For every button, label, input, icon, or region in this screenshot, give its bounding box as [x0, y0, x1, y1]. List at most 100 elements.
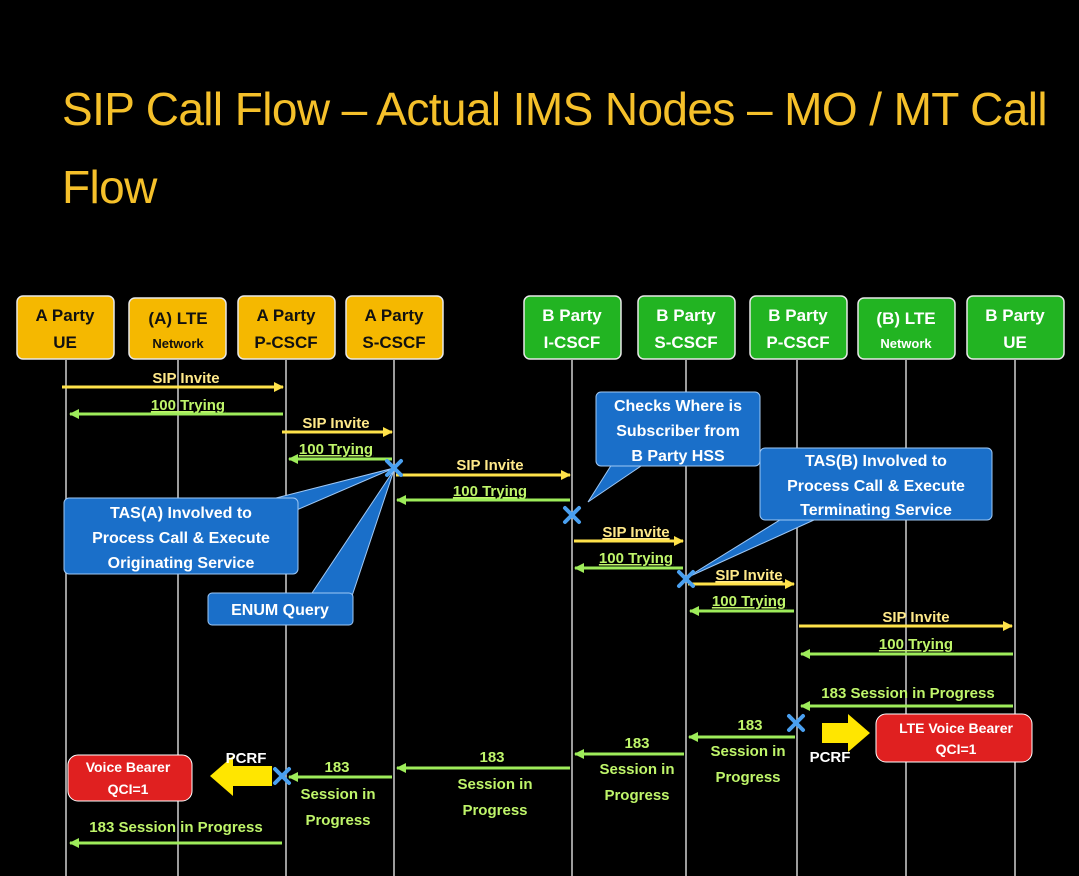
msg-a-invite-1: SIP Invite — [62, 370, 284, 392]
node-label-top: B Party — [985, 306, 1045, 325]
node-label-top: A Party — [36, 306, 95, 325]
node-label-bottom: I-CSCF — [544, 333, 601, 352]
callout-tas-b: TAS(B) Involved to Process Call & Execut… — [759, 447, 993, 521]
msg-label: 183 — [624, 735, 649, 752]
cross-markers — [273, 459, 805, 785]
node-a-ue: A Party UE — [16, 295, 115, 360]
callout-hss: Checks Where is Subscriber from B Party … — [595, 391, 761, 467]
voice-bearer: Voice Bearer QCI=1 — [67, 754, 193, 802]
node-label-top: B Party — [542, 306, 602, 325]
msg-label: Progress — [462, 802, 527, 819]
msg-label: 100 Trying — [453, 483, 527, 500]
msg-b-183-pcscf: 183 Session in Progress — [688, 717, 795, 786]
bearer-label: Voice Bearer — [86, 759, 171, 775]
pcrf-arrow-right-icon — [822, 714, 870, 752]
msg-label: 183 — [324, 759, 349, 776]
node-b-scscf: B Party S-CSCF — [637, 295, 736, 360]
msg-label: Session in — [457, 776, 532, 793]
callout-line: Process Call & Execute — [92, 530, 270, 547]
node-label-bottom: Network — [880, 336, 932, 351]
callout-enum: ENUM Query — [207, 592, 354, 626]
msg-b-183-scscf: 183 Session in Progress — [574, 735, 684, 804]
msg-label: Session in — [599, 761, 674, 778]
msg-label: 183 — [479, 749, 504, 766]
msg-b-invite-3: SIP Invite — [799, 609, 1013, 631]
callout-line: TAS(A) Involved to — [110, 505, 252, 522]
msg-a-invite-3: SIP Invite — [396, 457, 571, 480]
msg-label: 100 Trying — [151, 397, 225, 414]
msg-label: 100 Trying — [599, 550, 673, 567]
msg-b-invite-1: SIP Invite — [574, 524, 684, 546]
node-label-top: (B) LTE — [876, 309, 935, 328]
node-label-bottom: S-CSCF — [362, 333, 425, 352]
msg-label: Session in — [710, 743, 785, 760]
pcrf-arrow-b: PCRF — [810, 714, 870, 766]
node-label-top: B Party — [656, 306, 716, 325]
msg-label: Progress — [305, 812, 370, 829]
node-a-scscf: A Party S-CSCF — [345, 295, 444, 360]
msg-b-invite-2: SIP Invite — [688, 567, 795, 589]
msg-label: 100 Trying — [299, 441, 373, 458]
callout-pointers — [266, 463, 837, 597]
callout-line: Terminating Service — [800, 502, 952, 519]
msg-label: Progress — [604, 787, 669, 804]
msg-a-invite-2: SIP Invite — [282, 415, 393, 437]
cross-a-scscf-icon — [385, 459, 403, 477]
msg-label: Session in — [300, 786, 375, 803]
cross-b-scscf-icon — [677, 570, 695, 588]
node-label-bottom: UE — [53, 333, 77, 352]
node-label-bottom: S-CSCF — [654, 333, 717, 352]
pcrf-arrow-left-icon — [210, 756, 272, 796]
msg-label: 100 Trying — [712, 593, 786, 610]
node-label-bottom: P-CSCF — [254, 333, 317, 352]
msg-b-183-ue: 183 Session in Progress — [800, 685, 1013, 711]
msg-a-183-ue: 183 Session in Progress — [69, 819, 282, 848]
pcrf-arrow-a: PCRF — [210, 750, 272, 796]
bearer-label: LTE Voice Bearer — [899, 720, 1013, 736]
node-a-pcscf: A Party P-CSCF — [237, 295, 336, 360]
msg-label: SIP Invite — [152, 370, 219, 387]
msg-label: 100 Trying — [879, 636, 953, 653]
msg-a-trying-1: 100 Trying — [69, 397, 283, 419]
node-label-top: A Party — [257, 306, 316, 325]
node-label-bottom: Network — [152, 336, 204, 351]
node-label-bottom: UE — [1003, 333, 1027, 352]
callout-line: ENUM Query — [231, 602, 329, 619]
callout-line: Checks Where is — [614, 398, 742, 415]
bearer-qci: QCI=1 — [108, 781, 149, 797]
msg-b-trying-1: 100 Trying — [574, 550, 683, 573]
node-label-bottom: P-CSCF — [766, 333, 829, 352]
msg-a-183-icscf: 183 Session in Progress — [396, 749, 570, 819]
pcrf-label: PCRF — [810, 749, 851, 766]
node-label-top: A Party — [365, 306, 424, 325]
lte-voice-bearer: LTE Voice Bearer QCI=1 — [875, 713, 1033, 763]
msg-label: SIP Invite — [456, 457, 523, 474]
pcrf-label: PCRF — [226, 750, 267, 767]
callout-tas-a: TAS(A) Involved to Process Call & Execut… — [63, 497, 299, 575]
msg-label: 183 Session in Progress — [821, 685, 994, 702]
callout-line: B Party HSS — [631, 448, 725, 465]
msg-label: SIP Invite — [302, 415, 369, 432]
cross-b-pcscf-icon — [787, 714, 805, 732]
node-a-lte: (A) LTE Network — [128, 297, 227, 360]
msg-label: Progress — [715, 769, 780, 786]
hss-pointer — [587, 463, 646, 503]
node-label-top: (A) LTE — [148, 309, 207, 328]
node-b-lte: (B) LTE Network — [857, 297, 956, 360]
cross-b-icscf-icon — [563, 506, 581, 524]
page-title: SIP Call Flow – Actual IMS Nodes – MO / … — [62, 83, 1048, 213]
msg-a-trying-2: 100 Trying — [288, 441, 392, 464]
msg-a-trying-3: 100 Trying — [396, 483, 570, 505]
callout-line: Process Call & Execute — [787, 478, 965, 495]
msg-label: SIP Invite — [882, 609, 949, 626]
callout-line: Subscriber from — [616, 423, 740, 440]
msg-a-183-scscf: 183 Session in Progress — [288, 759, 392, 829]
node-b-pcscf: B Party P-CSCF — [749, 295, 848, 360]
msg-b-trying-2: 100 Trying — [689, 593, 794, 616]
node-b-icscf: B Party I-CSCF — [523, 295, 622, 360]
callout-line: Originating Service — [108, 555, 255, 572]
msg-label: 183 — [737, 717, 762, 734]
msg-label: 183 Session in Progress — [89, 819, 262, 836]
msg-label: SIP Invite — [602, 524, 669, 541]
